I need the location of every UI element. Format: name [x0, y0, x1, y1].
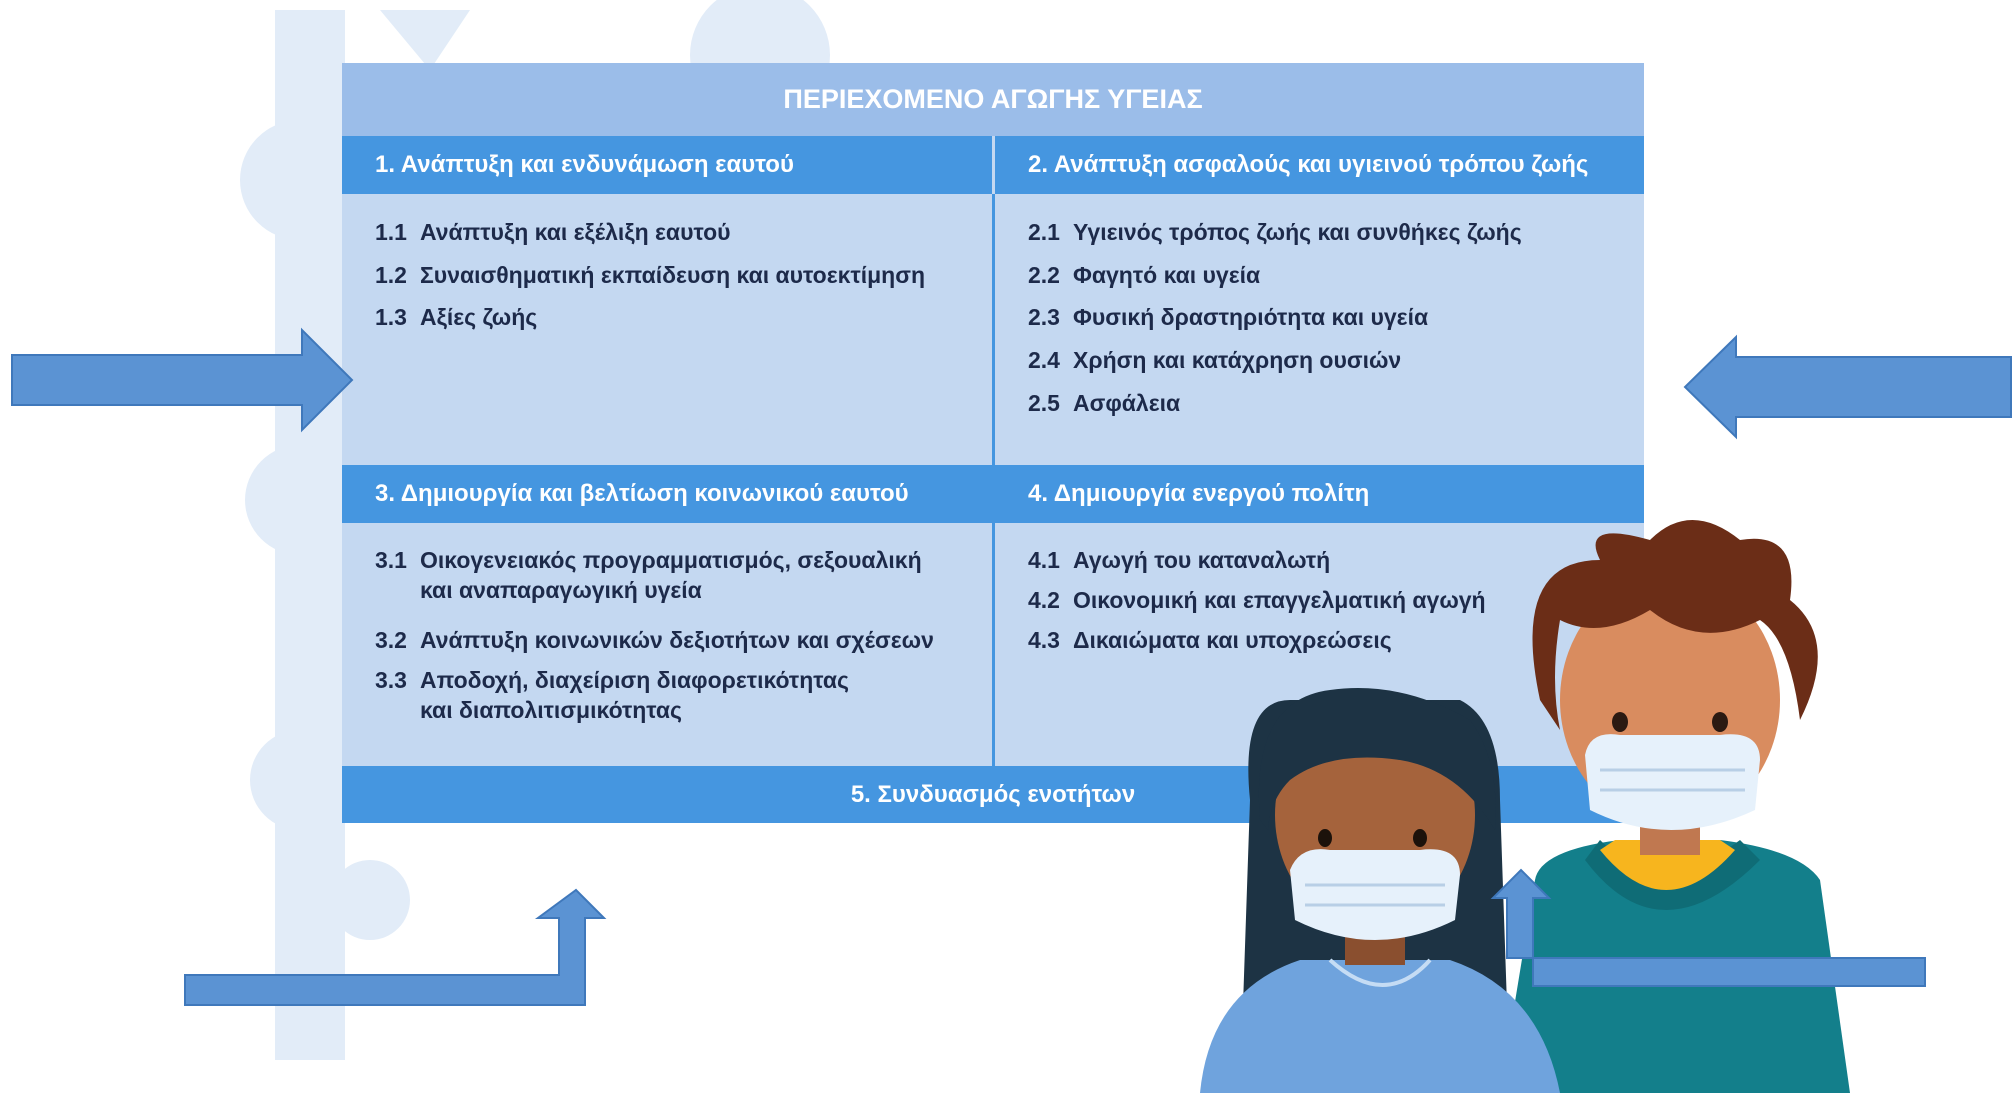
section-3-heading: 3. Δημιουργία και βελτίωση κοινωνικού εα…	[342, 465, 992, 523]
girl-with-mask-figure	[1200, 688, 1560, 1093]
arrow-left-icon	[1683, 334, 2012, 440]
section-1-heading: 1. Ανάπτυξη και ενδυνάμωση εαυτού	[342, 136, 992, 194]
arrow-right-icon	[11, 327, 354, 433]
table-title: ΠΕΡΙΕΧΟΜΕΝΟ ΑΓΩΓΗΣ ΥΓΕΙΑΣ	[342, 63, 1644, 136]
arrow-bent-up-right-icon	[1490, 868, 1926, 987]
section-2-heading: 2. Ανάπτυξη ασφαλούς και υγιεινού τρόπου…	[995, 136, 1644, 194]
arrow-bent-up-left-icon	[184, 888, 607, 1006]
column-divider	[992, 194, 995, 766]
health-education-content-table: ΠΕΡΙΕΧΟΜΕΝΟ ΑΓΩΓΗΣ ΥΓΕΙΑΣ 1. Ανάπτυξη κα…	[342, 63, 1644, 823]
section-4-heading: 4. Δημιουργία ενεργού πολίτη	[995, 465, 1644, 523]
